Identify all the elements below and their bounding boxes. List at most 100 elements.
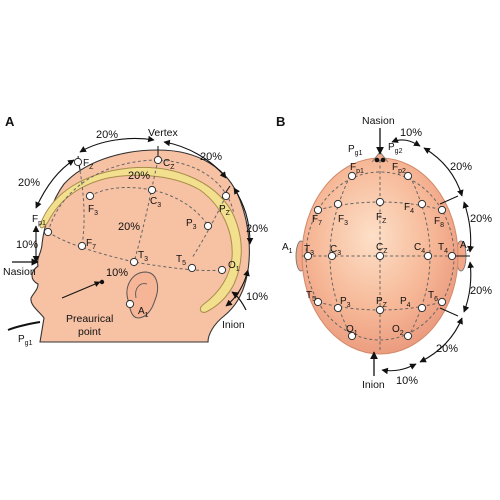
label-point: point bbox=[78, 326, 101, 338]
electrode-b-f4 bbox=[417, 199, 427, 209]
electrode-b-pg2 bbox=[380, 157, 386, 163]
label-a-t3: T3 bbox=[138, 250, 148, 263]
label-b-t6: T6 bbox=[428, 290, 438, 303]
label-b-t3: T3 bbox=[304, 244, 314, 257]
arc-b-3 bbox=[462, 201, 475, 253]
arc-b-1 bbox=[391, 136, 421, 147]
grid-midline bbox=[47, 159, 235, 233]
label-nasion-a: Nasion bbox=[3, 266, 36, 278]
electrode-b-p4 bbox=[417, 303, 427, 313]
label-b-t4: T4 bbox=[438, 242, 448, 255]
ear-shape bbox=[126, 271, 159, 319]
label-b-pz: PZ bbox=[376, 296, 388, 309]
pct-a-7: 10% bbox=[106, 267, 128, 279]
label-b-fz: FZ bbox=[376, 212, 387, 225]
electrode-a-t5 bbox=[187, 263, 197, 273]
label-b-c4: C4 bbox=[414, 242, 425, 255]
electrode-b-t3 bbox=[303, 251, 313, 261]
arc-a-top-1 bbox=[79, 135, 155, 153]
pct-b-1: 10% bbox=[400, 127, 422, 139]
electrode-b-fz bbox=[375, 197, 385, 207]
electrode-a-cz bbox=[153, 155, 163, 165]
electrode-b-t5 bbox=[313, 297, 323, 307]
panel-b: B bbox=[276, 114, 492, 391]
electrode-a-o1 bbox=[217, 265, 227, 275]
electrode-a-f7 bbox=[77, 241, 87, 251]
electrode-b-pz bbox=[375, 305, 385, 315]
pg1-lead bbox=[7, 321, 41, 331]
tick-b-t6 bbox=[439, 307, 459, 317]
label-b-f8: F8 bbox=[434, 216, 444, 229]
electrode-b-fp2 bbox=[403, 171, 413, 181]
arc-b-4 bbox=[462, 261, 475, 313]
pct-b-6: 10% bbox=[396, 375, 418, 387]
grid-vertical-f bbox=[77, 159, 85, 247]
label-a-c3: C3 bbox=[150, 196, 161, 209]
label-b-p4: P4 bbox=[400, 296, 411, 309]
electrode-b-f8 bbox=[437, 205, 447, 215]
label-b-f3: F3 bbox=[338, 214, 348, 227]
pct-b-2: 20% bbox=[450, 161, 472, 173]
panel-a: A bbox=[3, 114, 268, 347]
electrode-b-pg1 bbox=[374, 157, 380, 163]
label-b-pg1: Pg1 bbox=[348, 144, 363, 157]
preaurical-dot bbox=[99, 279, 105, 285]
label-b-cz: CZ bbox=[376, 242, 388, 255]
label-a-a1: A1 bbox=[138, 306, 149, 319]
electrode-b-t4 bbox=[447, 251, 457, 261]
inion-arrow-a bbox=[231, 291, 247, 311]
pct-a-3: 20% bbox=[18, 177, 40, 189]
label-b-a2: A2 bbox=[460, 240, 471, 253]
panel-b-tag: B bbox=[276, 114, 285, 129]
pct-a-4: 20% bbox=[128, 170, 150, 182]
arc-a-right-2 bbox=[225, 269, 250, 307]
electrode-b-f7 bbox=[313, 205, 323, 215]
pct-a-5: 20% bbox=[246, 223, 268, 235]
label-a-pz: PZ bbox=[219, 204, 231, 217]
pct-a-2: 20% bbox=[200, 151, 222, 163]
electrode-a-pz bbox=[221, 191, 231, 201]
pct-a-1: 20% bbox=[96, 129, 118, 141]
grid-vertical-c bbox=[133, 159, 159, 263]
electrode-b-c4 bbox=[423, 251, 433, 261]
electrode-b-c3 bbox=[327, 251, 337, 261]
pct-b-3: 20% bbox=[470, 213, 492, 225]
arc-b-6 bbox=[381, 363, 417, 375]
tick-b-f8 bbox=[439, 195, 459, 205]
panel-a-tag: A bbox=[5, 114, 15, 129]
electrode-a-fz bbox=[73, 157, 83, 167]
label-b-o1: O1 bbox=[346, 324, 358, 337]
label-a-o1: O1 bbox=[228, 260, 240, 273]
arc-b-2 bbox=[423, 147, 464, 197]
electrode-a-t3 bbox=[129, 257, 139, 267]
grid-temporal bbox=[47, 231, 223, 272]
arc-a-right-1 bbox=[233, 187, 254, 245]
pct-a-8: 10% bbox=[246, 291, 268, 303]
label-nasion-b: Nasion bbox=[362, 115, 395, 127]
label-b-fp1: Fp1 bbox=[350, 162, 364, 175]
electrode-a-c3 bbox=[147, 185, 157, 195]
label-b-f4: F4 bbox=[404, 202, 414, 215]
electrode-b-fp1 bbox=[347, 171, 357, 181]
label-a-fp1: Fp1 bbox=[32, 214, 46, 227]
ear-inner bbox=[135, 283, 148, 299]
electrode-b-p3 bbox=[333, 303, 343, 313]
label-a-pg1: Pg1 bbox=[18, 334, 33, 347]
label-inion-a: Inion bbox=[222, 319, 245, 331]
label-a-f7: F7 bbox=[86, 238, 96, 251]
label-b-a1: A1 bbox=[282, 242, 293, 255]
label-a-f3: F3 bbox=[88, 204, 98, 217]
arc-a-top-2 bbox=[163, 139, 227, 179]
pct-a-9: 20% bbox=[118, 221, 140, 233]
label-b-c3: C3 bbox=[330, 244, 341, 257]
label-a-t5: T5 bbox=[176, 254, 186, 267]
pct-b-5: 20% bbox=[436, 343, 458, 355]
electrode-a-fp1 bbox=[43, 227, 53, 237]
label-b-p3: P3 bbox=[340, 296, 351, 309]
label-b-t5: T5 bbox=[306, 290, 316, 303]
electrode-b-o2 bbox=[403, 331, 413, 341]
label-a-p3: P3 bbox=[186, 218, 197, 231]
arc-b-5 bbox=[419, 317, 463, 363]
electrode-b-t6 bbox=[437, 297, 447, 307]
electrode-a-a1 bbox=[125, 299, 135, 309]
